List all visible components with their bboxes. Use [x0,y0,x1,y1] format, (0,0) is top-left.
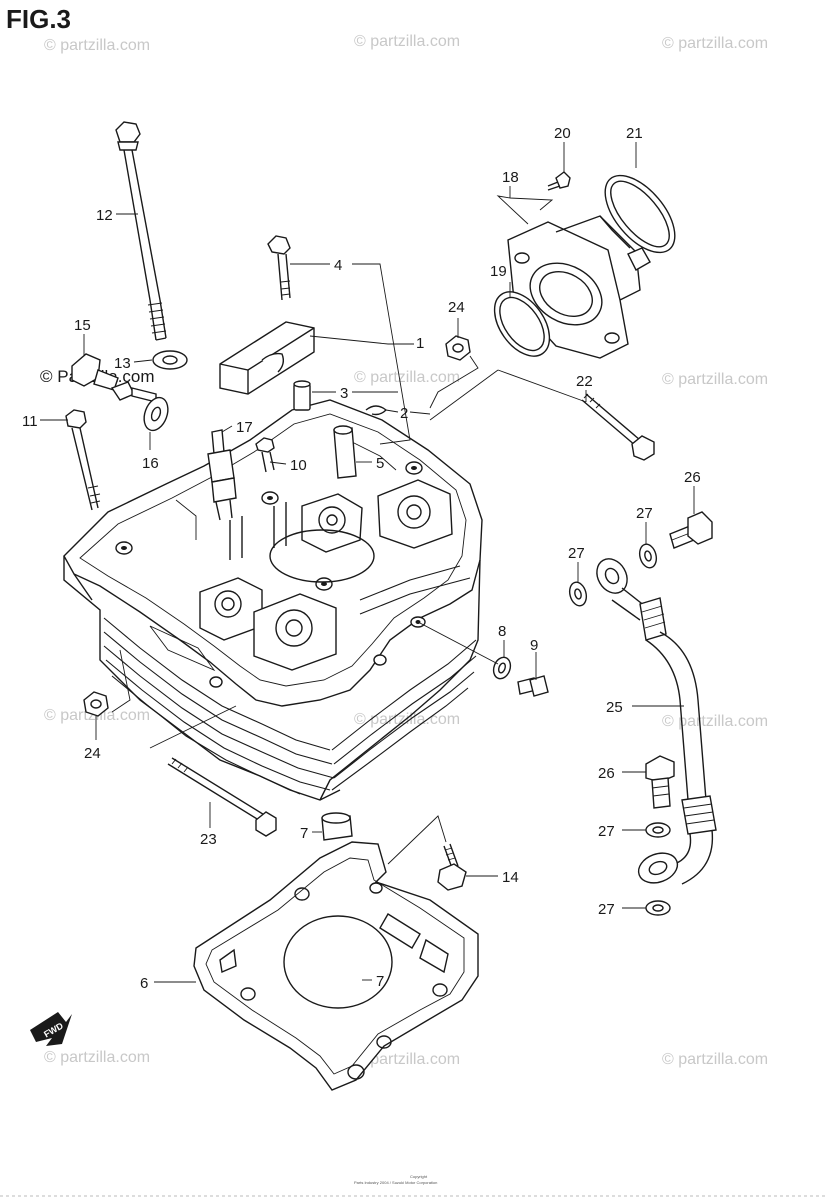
callout-7: 7 [300,825,308,842]
part-27-washer [638,543,658,569]
part-15-plug [71,353,119,391]
callout-27: 27 [598,901,615,918]
callout-13: 13 [114,355,131,372]
part-12-long-bolt [115,121,167,341]
callout-21: 21 [626,125,643,142]
callout-2: 2 [400,405,408,422]
copyright-line: Parts Industry 2004 / Suzuki Motor Corpo… [354,1180,437,1185]
callout-22: 22 [576,373,593,390]
watermark: © partzilla.com [662,35,768,52]
forward-direction-arrow: FWD [30,1012,72,1046]
callout-5: 5 [376,455,384,472]
callout-1: 1 [416,335,424,352]
part-27-washer [645,900,671,916]
callout-4: 4 [334,257,342,274]
callout-17: 17 [236,419,253,436]
part-25-oil-hose [596,558,717,885]
part-27-washer [645,822,671,838]
callout-24: 24 [448,299,465,316]
callout-7: 7 [376,973,384,990]
part-cylinder-head [63,398,483,801]
part-21-clamp [604,174,676,271]
watermark: © partzilla.com [662,1051,768,1068]
callout-16: 16 [142,455,159,472]
copyright-line: Copyright [410,1174,428,1179]
part-19-o-ring [493,291,551,357]
callout-9: 9 [530,637,538,654]
part-5-dowel [333,425,357,479]
part-23-stud-bolt [167,757,277,837]
part-1-cap [219,321,315,395]
watermark: © partzilla.com [44,37,150,54]
part-16-gasket-washer [143,396,169,432]
part-6-cylinder-gasket [193,841,479,1091]
callout-23: 23 [200,831,217,848]
callout-26: 26 [684,469,701,486]
callout-8: 8 [498,623,506,640]
callout-12: 12 [96,207,113,224]
callout-18: 18 [502,169,519,186]
part-13-washer [152,350,188,370]
part-22-stud-bolt [581,393,655,461]
callout-6: 6 [140,975,148,992]
part-3-dowel [293,380,311,411]
watermark: © partzilla.com [354,369,460,386]
callout-15: 15 [74,317,91,334]
watermark: © partzilla.com [354,33,460,50]
watermark: © partzilla.com [354,1051,460,1068]
part-2-clip [365,405,388,416]
part-26-union-bolt [645,755,675,809]
callout-25: 25 [606,699,623,716]
callout-27: 27 [636,505,653,522]
watermark-layer: © partzilla.com © partzilla.com © partzi… [40,33,768,1068]
callout-19: 19 [490,263,507,280]
callout-14: 14 [502,869,519,886]
callout-10: 10 [290,457,307,474]
part-4-bolt [267,235,291,301]
part-24-nut [445,335,471,361]
leader-lines [40,142,695,983]
watermark: © partzilla.com [662,371,768,388]
callout-27: 27 [568,545,585,562]
part-fitting-bolt [110,381,157,403]
part-9-bolt [517,675,549,697]
callout-26: 26 [598,765,615,782]
part-14-bolt [437,843,467,891]
part-10-bolt [255,437,275,473]
callout-24: 24 [84,745,101,762]
part-7-dowel-pin [321,812,353,841]
part-8-washer [492,656,512,680]
callout-27: 27 [598,823,615,840]
figure-title: FIG.3 [6,4,71,34]
callout-11: 11 [22,413,38,430]
callout-20: 20 [554,125,571,142]
part-11-bolt [65,409,101,511]
part-17-spark-plug [207,429,237,521]
part-26-union-bolt [669,511,713,549]
part-20-screw [547,171,571,191]
part-27-washer [568,581,588,607]
callout-labels: 1 2 3 4 5 6 7 7 8 9 10 11 12 13 14 15 16… [22,125,701,992]
callout-3: 3 [340,385,348,402]
watermark: © partzilla.com [662,713,768,730]
watermark: © partzilla.com [44,1049,150,1066]
part-24-nut [83,691,109,717]
